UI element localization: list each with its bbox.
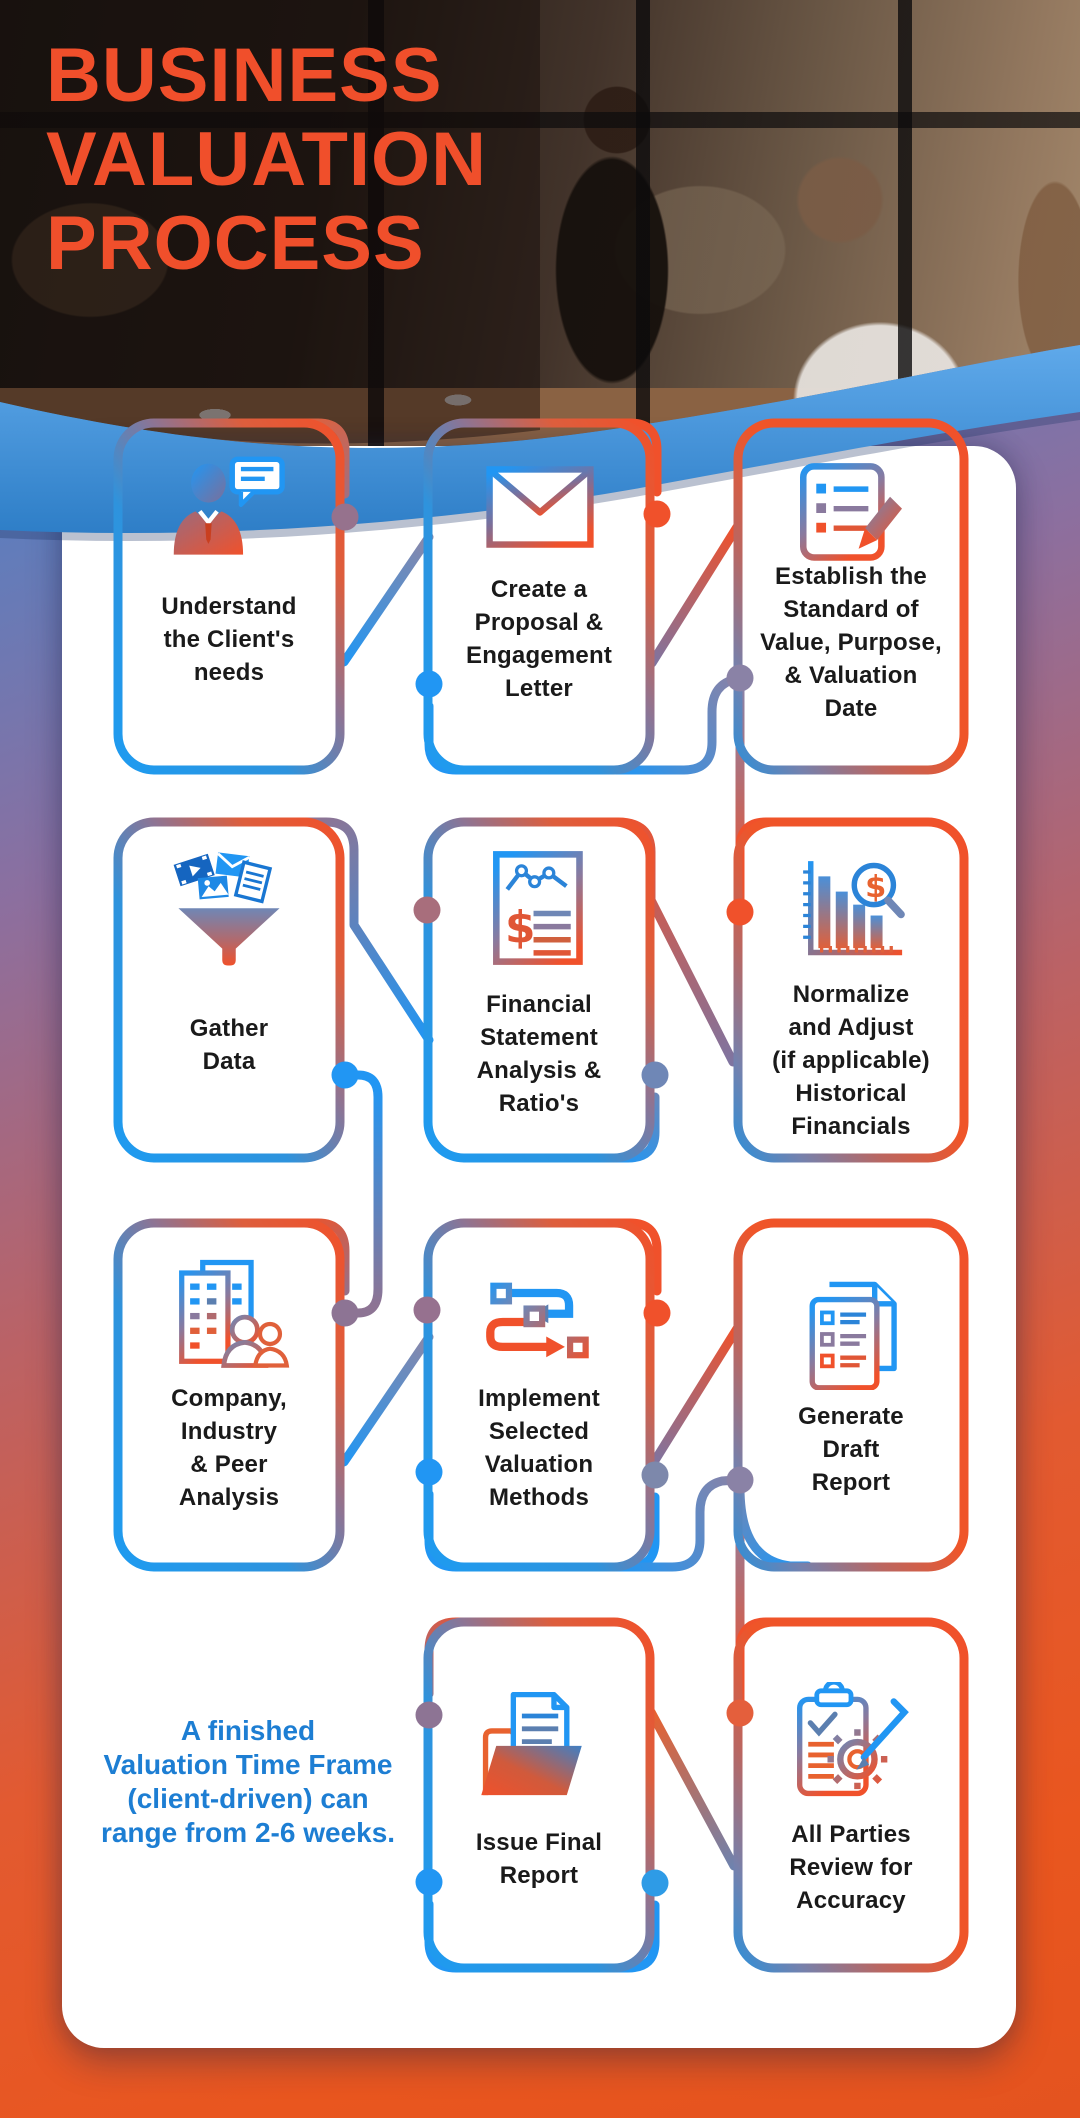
buildings-people-icon (167, 1258, 291, 1375)
step-box-valuation-methods (423, 1218, 655, 1572)
dollar-glyph: $ (865, 870, 886, 905)
stacked-reports-icon (792, 1278, 910, 1395)
step-label-normalize: Normalize and Adjust (if applicable) His… (772, 981, 930, 1140)
step-label-final-report: Issue Final Report (475, 1829, 603, 1889)
dollar-glyph: $ (505, 902, 535, 953)
step-label-understand-needs: Understand the Client's needs (161, 593, 297, 686)
step-label-proposal-letter: Create a Proposal & Engagement Letter (465, 576, 613, 702)
step-label-review-accuracy: All Parties Review for Accuracy (789, 1821, 913, 1914)
step-box-financial-statement (423, 817, 655, 1163)
connector-dots (331, 500, 754, 1897)
step-label-company-analysis: Company, Industry & Peer Analysis (171, 1385, 287, 1511)
envelope-icon (481, 463, 599, 556)
folder-document-icon (477, 1691, 601, 1807)
timeframe-note: A finished Valuation Time Frame (client-… (100, 1715, 396, 1848)
clipboard-gear-pencil-icon (789, 1679, 913, 1803)
step-label-valuation-methods: Implement Selected Valuation Methods (478, 1385, 600, 1511)
step-label-gather-data: Gather Data (189, 1015, 269, 1075)
step-box-final-report (423, 1617, 655, 1973)
step-label-draft-report: Generate Draft Report (798, 1403, 904, 1496)
step-box-company-analysis (113, 1218, 345, 1572)
bar-chart-magnifier-icon: $ (789, 852, 913, 971)
step-label-standard-of-value: Establish the Standard of Value, Purpose… (760, 563, 942, 722)
step-box-review-accuracy (733, 1617, 969, 1973)
step-box-normalize-financials (733, 817, 969, 1163)
data-funnel-icon (167, 852, 291, 975)
step-label-financial-statement: Financial Statement Analysis & Ratio's (476, 991, 602, 1117)
step-box-draft-report (733, 1218, 969, 1572)
financial-statement-icon: $ (481, 850, 597, 971)
flowchart-arrows-icon (482, 1272, 596, 1375)
page-title: BUSINESS VALUATION PROCESS (46, 33, 488, 286)
step-box-gather-data (113, 817, 345, 1163)
client-person-chat-icon (167, 455, 291, 564)
checklist-pencil-icon (790, 462, 912, 569)
